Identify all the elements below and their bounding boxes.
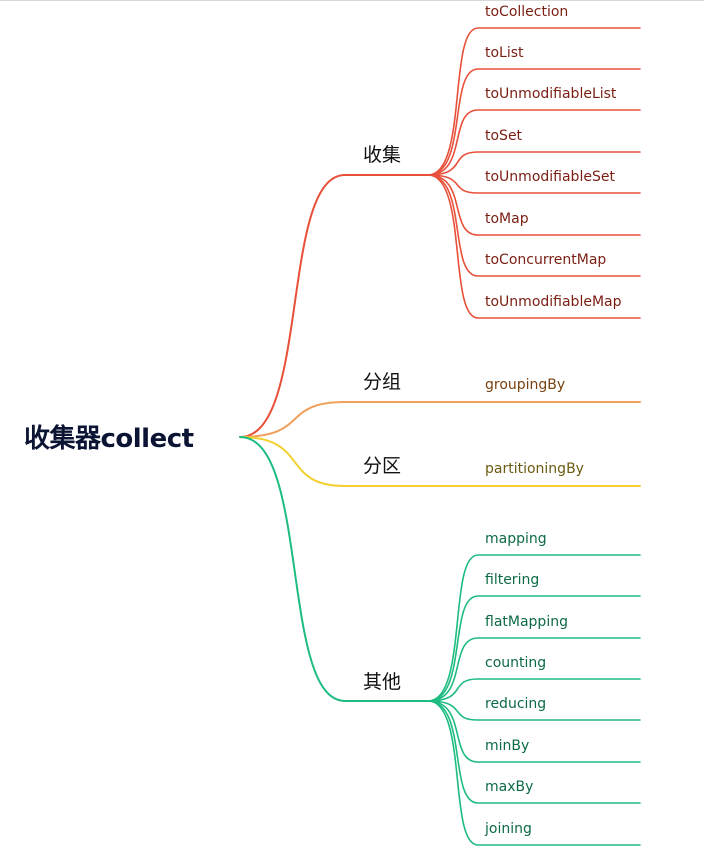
- branch-to-leaf-edge: [427, 678, 641, 702]
- branch-to-leaf-edge: [427, 174, 641, 277]
- branch-to-leaf-edge: [427, 554, 641, 702]
- leaf-toUnmodifiableList: toUnmodifiableList: [485, 86, 617, 102]
- branch-to-leaf-edge: [427, 174, 641, 319]
- branch-label-collect: 收集: [363, 144, 402, 166]
- leaf-counting: counting: [485, 655, 547, 671]
- leaf-toList: toList: [485, 45, 524, 61]
- leaf-toMap: toMap: [485, 211, 529, 227]
- branch-label-partitioning: 分区: [363, 455, 402, 477]
- leaf-partitioningBy: partitioningBy: [485, 461, 584, 477]
- top-divider: [0, 0, 704, 1]
- leaf-toUnmodifiableMap: toUnmodifiableMap: [485, 294, 622, 310]
- leaf-toUnmodifiableSet: toUnmodifiableSet: [485, 169, 615, 185]
- leaf-groupingBy: groupingBy: [485, 377, 566, 393]
- branch-to-leaf-edge: [427, 700, 641, 846]
- branch-to-leaf-edge: [427, 637, 641, 702]
- branch-label-grouping: 分组: [363, 371, 402, 393]
- leaf-joining: joining: [485, 821, 532, 837]
- leaf-minBy: minBy: [485, 738, 530, 754]
- branch-to-leaf-edge: [427, 27, 641, 176]
- leaf-toConcurrentMap: toConcurrentMap: [485, 252, 607, 268]
- branch-to-leaf-edge: [427, 700, 641, 763]
- branch-to-leaf-edge: [427, 174, 641, 194]
- branch-to-leaf-edge: [427, 700, 641, 804]
- leaf-toSet: toSet: [485, 128, 523, 144]
- leaf-flatMapping: flatMapping: [485, 614, 568, 630]
- branch-to-leaf-edge: [427, 109, 641, 176]
- root-to-branch-edge: [239, 174, 429, 438]
- leaf-reducing: reducing: [485, 696, 547, 712]
- root-to-branch-edge: [239, 401, 429, 438]
- branch-to-leaf-edge: [427, 700, 641, 721]
- leaf-filtering: filtering: [485, 572, 540, 588]
- branch-label-other: 其他: [363, 671, 402, 693]
- branch-to-leaf-edge: [427, 68, 641, 176]
- leaf-mapping: mapping: [485, 531, 547, 547]
- root-to-branch-edge: [239, 436, 429, 702]
- leaf-toCollection: toCollection: [485, 4, 569, 20]
- root-node-label: 收集器collect: [24, 424, 194, 454]
- branch-to-leaf-edge: [427, 595, 641, 702]
- root-to-branch-edge: [239, 436, 429, 487]
- branch-to-leaf-edge: [427, 151, 641, 176]
- branch-to-leaf-edge: [427, 174, 641, 236]
- leaf-maxBy: maxBy: [485, 779, 534, 795]
